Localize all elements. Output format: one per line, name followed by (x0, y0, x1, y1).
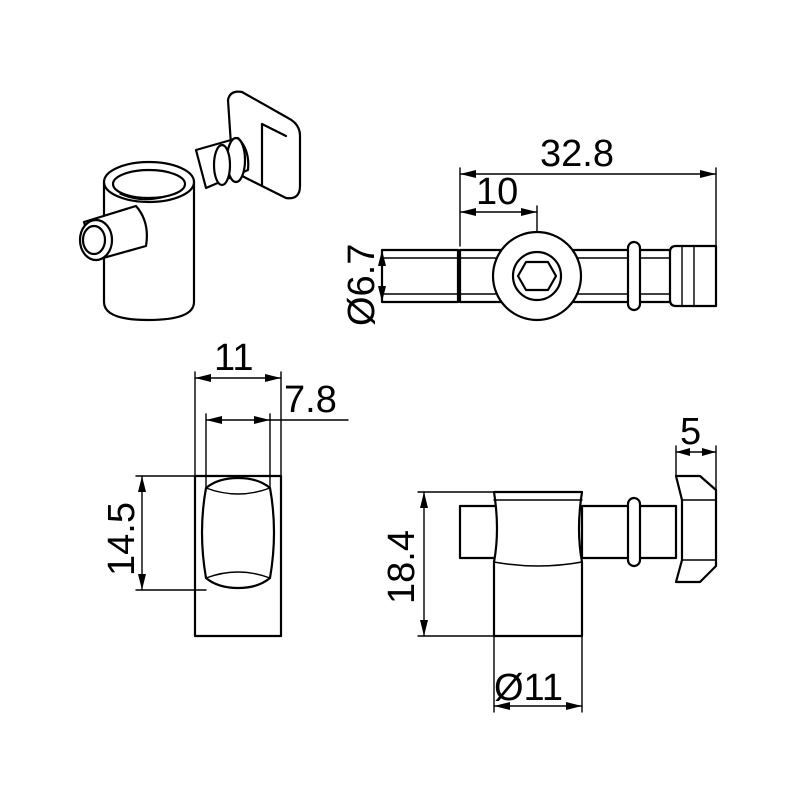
dim-body-width: 11 (214, 337, 253, 379)
dim-head-width: 7.8 (284, 379, 337, 421)
isometric-view (78, 90, 302, 322)
dim-head-height: 14.5 (101, 502, 143, 576)
dim-hole-offset: 10 (476, 171, 518, 213)
side-view: 11 7.8 14.5 (101, 337, 349, 638)
dim-body-height: 18.4 (381, 530, 423, 604)
dim-overall-length: 32.8 (540, 133, 614, 175)
dim-end-length: 5 (680, 411, 701, 453)
dim-shaft-diameter: Ø6.7 (341, 244, 383, 326)
top-view: 5 18.4 Ø11 (381, 411, 718, 713)
front-view: 32.8 10 Ø6.7 (341, 133, 718, 326)
dim-body-diameter: Ø11 (494, 667, 563, 709)
